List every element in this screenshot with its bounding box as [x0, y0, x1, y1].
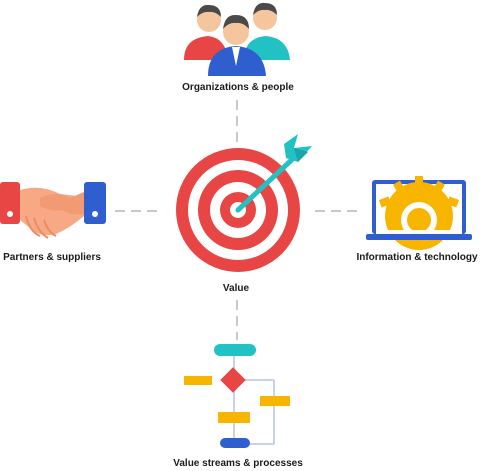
- connector-left: [115, 210, 163, 212]
- connector-right: [315, 210, 363, 212]
- right-node-label: Information & technology: [356, 252, 478, 263]
- top-node-label: Organizations & people: [182, 82, 294, 93]
- connector-top: [236, 100, 238, 150]
- handshake-icon: [0, 182, 106, 239]
- center-label: Value: [222, 283, 250, 294]
- people-group-icon: [184, 2, 290, 76]
- flowchart-icon: [184, 344, 290, 448]
- left-node-label: Partners & suppliers: [3, 252, 101, 263]
- connector-bottom: [236, 300, 238, 340]
- target-with-arrow-icon: [176, 134, 312, 272]
- bottom-node-label: Value streams & processes: [173, 458, 303, 469]
- laptop-gear-icon: [366, 176, 472, 250]
